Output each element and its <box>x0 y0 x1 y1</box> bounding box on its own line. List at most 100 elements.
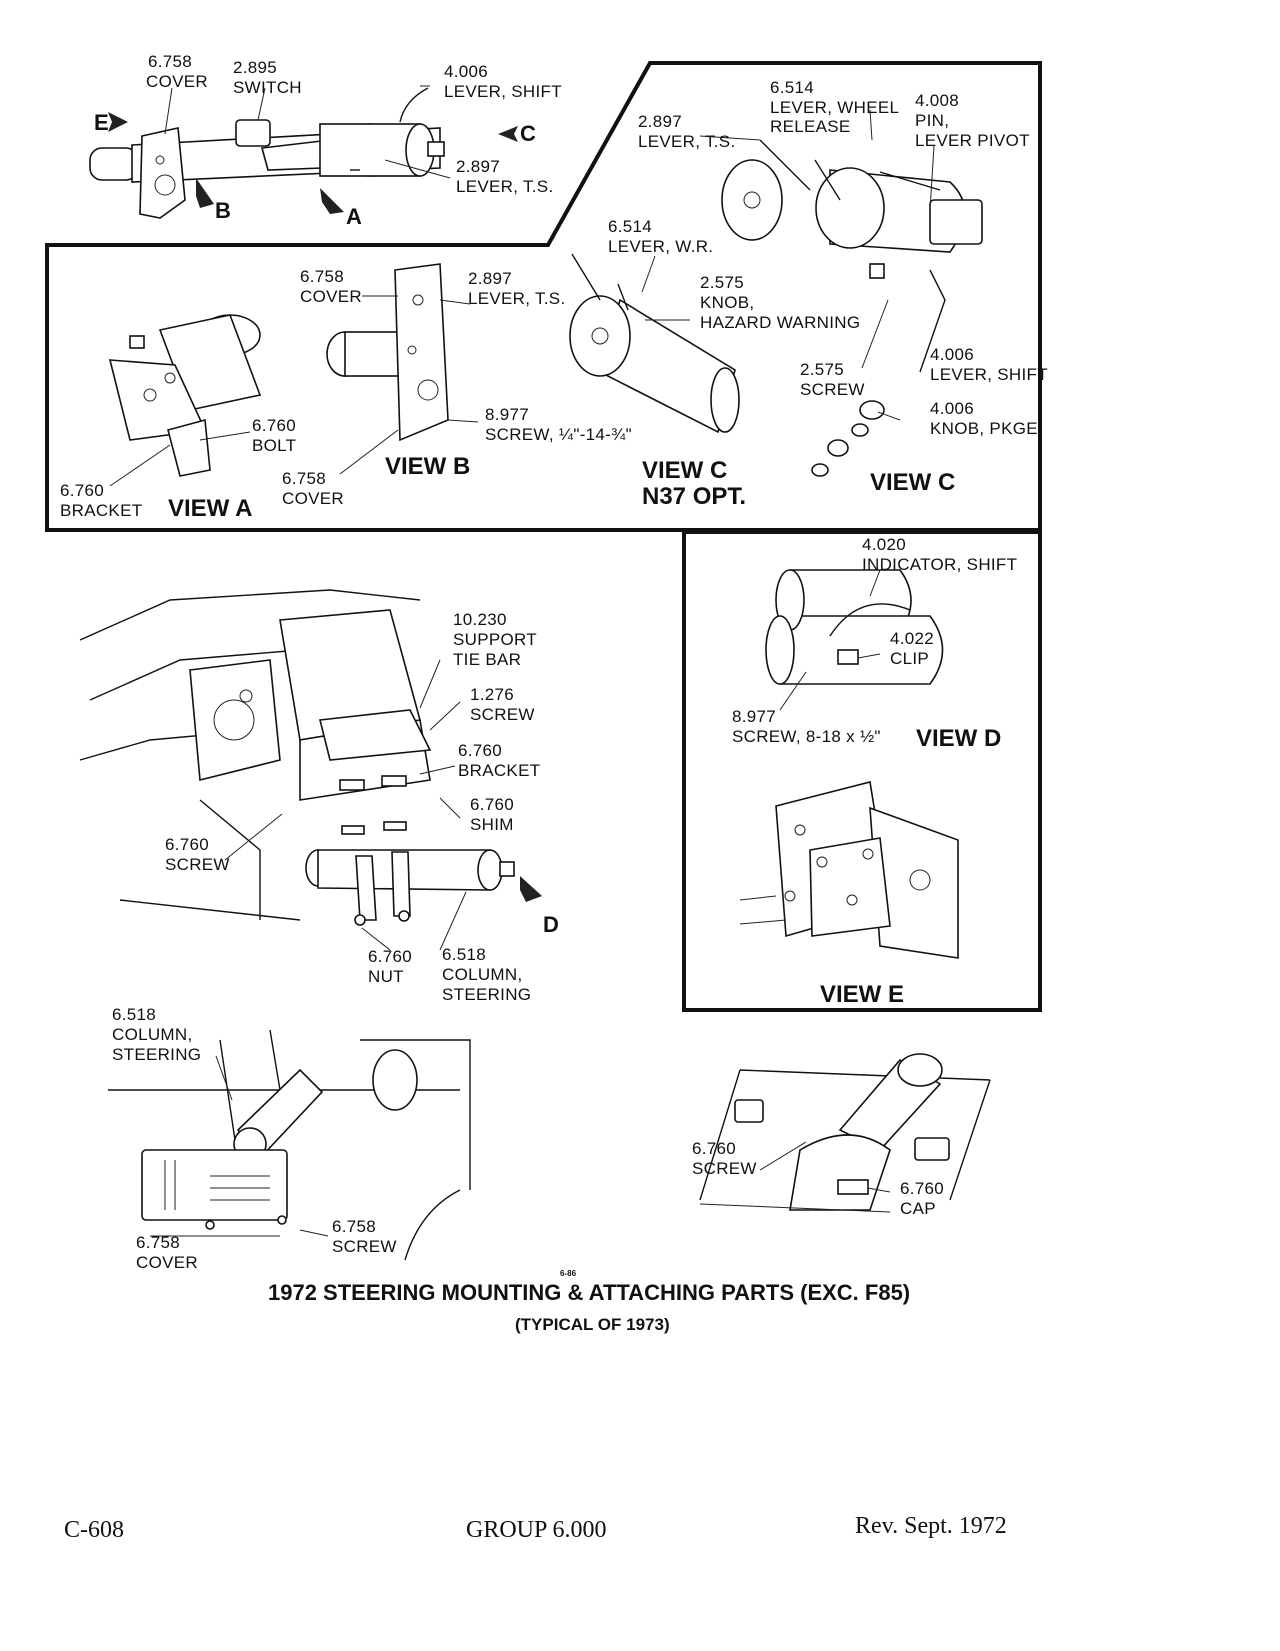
label-6758-cover-top-name: COVER <box>146 72 208 91</box>
label-6518-column-mount-name1: COLUMN, <box>442 965 523 984</box>
label-6518-column-lower: 6.518 <box>112 1005 156 1024</box>
label-6514-lever-wr-name: LEVER, W.R. <box>608 237 713 256</box>
label-4006-knob-pkge: 4.006 <box>930 399 974 418</box>
label-6514-lever-wr: 6.514 <box>608 217 652 236</box>
label-6758-cover-top: 6.758 <box>148 52 192 71</box>
label-4008-pin-lever-pivot: 4.008 <box>915 91 959 110</box>
label-6518-column-mount-name2: STEERING <box>442 985 531 1004</box>
label-2575-knob-hazard: 2.575 <box>700 273 744 292</box>
label-6758-cover-lower-name: COVER <box>282 489 344 508</box>
label-6760-bracket-mount-name: BRACKET <box>458 761 540 780</box>
label-6758-cover-lower: 6.758 <box>282 469 326 488</box>
caption-page-ref: 6-86 <box>560 1269 577 1278</box>
view-b-arrow-label: B <box>215 198 231 223</box>
label-4022-clip: 4.022 <box>890 629 934 648</box>
label-4022-clip-name: CLIP <box>890 649 929 668</box>
label-6758-cover-bottom-name: COVER <box>136 1253 198 1272</box>
footer-page-number: C-608 <box>64 1517 124 1543</box>
label-6760-screw-cap-name: SCREW <box>692 1159 757 1178</box>
view-e-arrow <box>108 112 128 132</box>
label-2897-lever-ts-top: 2.897 <box>456 157 500 176</box>
label-6760-cap: 6.760 <box>900 1179 944 1198</box>
label-6760-bracket-view-a: 6.760 <box>60 481 104 500</box>
column-overview-drawing <box>89 85 451 219</box>
label-6514-lever-wheel-release: 6.514 <box>770 78 814 97</box>
view-d-arrow <box>520 876 542 902</box>
view-c-n37-title: VIEW C <box>642 457 727 484</box>
label-4020-indicator-shift-name: INDICATOR, SHIFT <box>862 555 1017 574</box>
label-6760-nut: 6.760 <box>368 947 412 966</box>
label-6760-bolt-name: BOLT <box>252 436 296 455</box>
view-c-title: VIEW C <box>870 469 955 496</box>
label-6758-cover-view-b: 6.758 <box>300 267 344 286</box>
footer-revision: Rev. Sept. 1972 <box>855 1513 1007 1539</box>
view-a-arrow-label: A <box>346 204 362 229</box>
label-6760-bracket-view-a-name: BRACKET <box>60 501 142 520</box>
lower-cover-drawing <box>108 1029 471 1261</box>
label-6518-column-lower-name2: STEERING <box>112 1045 201 1064</box>
view-c-arrow <box>498 126 518 142</box>
label-10230-support-tie-bar-name1: SUPPORT <box>453 630 537 649</box>
view-b-title: VIEW B <box>385 453 470 480</box>
label-4006-lever-shift-top-name: LEVER, SHIFT <box>444 82 562 101</box>
label-4006-lever-shift-view-c: 4.006 <box>930 345 974 364</box>
label-6514-lever-wheel-release-name2: RELEASE <box>770 117 851 136</box>
label-4020-indicator-shift: 4.020 <box>862 535 906 554</box>
label-6760-shim-name: SHIM <box>470 815 514 834</box>
label-2897-lever-ts-detail: 2.897 <box>638 112 682 131</box>
view-d-e-frame <box>682 530 1042 1012</box>
label-1276-screw-name: SCREW <box>470 705 535 724</box>
label-6760-screw-mount-name: SCREW <box>165 855 230 874</box>
mounting-assembly-drawing <box>79 589 515 951</box>
label-2897-lever-ts-view-b: 2.897 <box>468 269 512 288</box>
view-c-n37-option: N37 OPT. <box>642 483 746 510</box>
label-4006-lever-shift-top: 4.006 <box>444 62 488 81</box>
label-6760-screw-mount: 6.760 <box>165 835 209 854</box>
label-4008-pin-lever-pivot-name2: LEVER PIVOT <box>915 131 1030 150</box>
label-2897-lever-ts-top-name: LEVER, T.S. <box>456 177 553 196</box>
label-6758-cover-view-b-name: COVER <box>300 287 362 306</box>
view-b-arrow <box>196 178 214 208</box>
label-8977-screw-8-18-name: SCREW, 8-18 x ½" <box>732 727 881 746</box>
label-8977-screw-8-18: 8.977 <box>732 707 776 726</box>
label-6760-screw-cap: 6.760 <box>692 1139 736 1158</box>
label-2575-screw: 2.575 <box>800 360 844 379</box>
label-10230-support-tie-bar-name2: TIE BAR <box>453 650 521 669</box>
caption-title: 1972 STEERING MOUNTING & ATTACHING PARTS… <box>268 1280 910 1305</box>
label-2575-knob-hazard-name2: HAZARD WARNING <box>700 313 860 332</box>
label-6758-screw-bottom: 6.758 <box>332 1217 376 1236</box>
label-2575-knob-hazard-name1: KNOB, <box>700 293 754 312</box>
label-8977-screw-quarter-name: SCREW, ¼"-14-¾" <box>485 425 632 444</box>
label-6760-shim: 6.760 <box>470 795 514 814</box>
label-6518-column-mount: 6.518 <box>442 945 486 964</box>
label-4008-pin-lever-pivot-name1: PIN, <box>915 111 949 130</box>
view-d-title: VIEW D <box>916 725 1001 752</box>
label-6758-screw-bottom-name: SCREW <box>332 1237 397 1256</box>
label-6758-cover-bottom: 6.758 <box>136 1233 180 1252</box>
label-6760-nut-name: NUT <box>368 967 404 986</box>
view-c-wheel-release-drawing <box>699 109 983 477</box>
view-e-title: VIEW E <box>820 981 904 1008</box>
view-a-drawing <box>108 314 262 487</box>
label-6760-bolt: 6.760 <box>252 416 296 435</box>
view-e-arrow-label: E <box>94 110 109 135</box>
label-2897-lever-ts-view-b-name: LEVER, T.S. <box>468 289 565 308</box>
label-4006-lever-shift-view-c-name: LEVER, SHIFT <box>930 365 1048 384</box>
label-6518-column-lower-name1: COLUMN, <box>112 1025 193 1044</box>
label-2575-screw-name: SCREW <box>800 380 865 399</box>
view-b-drawing <box>326 263 479 475</box>
view-c-arrow-label: C <box>520 121 536 146</box>
view-a-title: VIEW A <box>168 495 252 522</box>
view-d-drawing <box>765 569 944 711</box>
label-2895-switch: 2.895 <box>233 58 277 77</box>
caption-subtitle: (TYPICAL OF 1973) <box>515 1315 670 1334</box>
view-a-arrow <box>320 188 344 214</box>
label-1276-screw: 1.276 <box>470 685 514 704</box>
view-e-drawing <box>739 781 959 959</box>
footer-group: GROUP 6.000 <box>466 1517 606 1543</box>
view-c-n37-drawing <box>569 253 740 434</box>
label-4006-knob-pkge-name: KNOB, PKGE. <box>930 419 1043 438</box>
label-2897-lever-ts-detail-name: LEVER, T.S. <box>638 132 735 151</box>
